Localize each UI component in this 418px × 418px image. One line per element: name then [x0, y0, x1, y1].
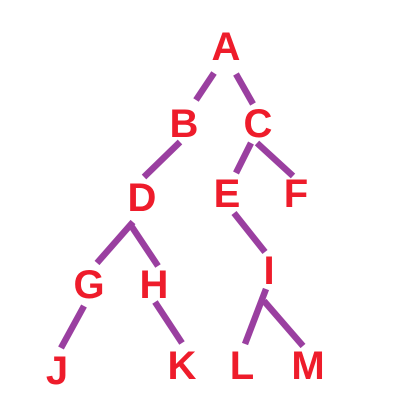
edge-g-j	[58, 304, 87, 350]
edge-h-k	[152, 300, 185, 345]
node-i: I	[263, 249, 274, 293]
node-b: B	[170, 102, 199, 146]
node-m: M	[291, 344, 324, 388]
edge-b-d	[141, 139, 183, 180]
edge-c-f	[254, 140, 296, 179]
tree-edges	[58, 71, 306, 350]
edge-e-i	[231, 210, 268, 255]
node-l: L	[230, 344, 254, 388]
node-e: E	[214, 172, 241, 216]
node-j: J	[46, 349, 68, 393]
node-k: K	[168, 344, 197, 388]
node-a: A	[212, 25, 241, 69]
edge-c-e	[233, 141, 254, 175]
edge-i-l	[241, 287, 270, 346]
node-g: G	[73, 263, 104, 307]
edge-a-c	[233, 72, 256, 106]
edge-a-b	[193, 71, 217, 102]
node-c: C	[244, 102, 273, 146]
edge-i-m	[261, 298, 306, 349]
node-d: D	[128, 176, 157, 220]
node-f: F	[284, 172, 308, 216]
edge-d-g	[94, 219, 136, 266]
node-h: H	[140, 263, 169, 307]
edge-d-h	[127, 222, 161, 268]
